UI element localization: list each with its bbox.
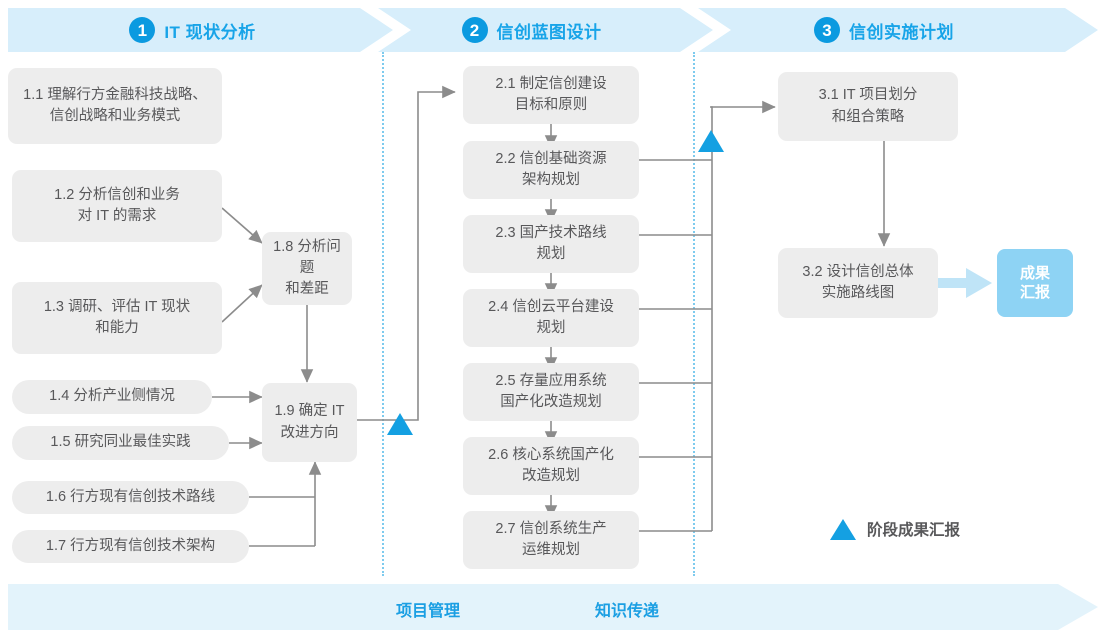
phase-number-1: 1 bbox=[129, 17, 156, 43]
node-1-2[interactable]: 1.2 分析信创和业务 对 IT 的需求 bbox=[12, 170, 222, 242]
wire-19-to-21 bbox=[357, 85, 456, 421]
legend-label: 阶段成果汇报 bbox=[867, 522, 961, 539]
milestone-triangle-phase1 bbox=[387, 413, 413, 435]
node-1-7[interactable]: 1.7 行方现有信创技术架构 bbox=[12, 530, 249, 563]
phase-number-3: 3 bbox=[814, 17, 840, 43]
node-1-5[interactable]: 1.5 研究同业最佳实践 bbox=[12, 426, 229, 460]
phase-divider-2 bbox=[693, 52, 695, 576]
phase-divider-1 bbox=[382, 52, 384, 576]
node-3-1[interactable]: 3.1 IT 项目划分 和组合策略 bbox=[778, 72, 958, 141]
wire-32-to-badge bbox=[937, 268, 992, 298]
node-2-5[interactable]: 2.5 存量应用系统 国产化改造规划 bbox=[463, 363, 639, 421]
phase-header-1: 1 IT 现状分析 bbox=[129, 17, 255, 43]
legend: 阶段成果汇报 bbox=[830, 518, 960, 540]
node-2-2[interactable]: 2.2 信创基础资源 架构规划 bbox=[463, 141, 639, 199]
phase-header-2: 2 信创蓝图设计 bbox=[461, 17, 602, 43]
node-2-4[interactable]: 2.4 信创云平台建设 规划 bbox=[463, 289, 639, 347]
result-badge[interactable]: 成果 汇报 bbox=[997, 249, 1073, 317]
bottom-label-knowledge-transfer: 知识传递 bbox=[595, 603, 660, 620]
node-2-1[interactable]: 2.1 制定信创建设 目标和原则 bbox=[463, 66, 639, 124]
wire-bus-top bbox=[710, 106, 713, 120]
node-1-3[interactable]: 1.3 调研、评估 IT 现状 和能力 bbox=[12, 282, 222, 354]
node-3-2[interactable]: 3.2 设计信创总体 实施路线图 bbox=[778, 248, 938, 318]
node-1-4[interactable]: 1.4 分析产业侧情况 bbox=[12, 380, 212, 414]
phase-band-2: 2 信创蓝图设计 bbox=[378, 8, 713, 52]
node-1-9[interactable]: 1.9 确定 IT 改进方向 bbox=[262, 383, 357, 462]
phase-title-1: IT 现状分析 bbox=[164, 22, 256, 42]
node-2-7[interactable]: 2.7 信创系统生产 运维规划 bbox=[463, 511, 639, 569]
node-1-1[interactable]: 1.1 理解行方金融科技战略、 信创战略和业务模式 bbox=[8, 68, 222, 144]
milestone-triangle-phase2 bbox=[698, 130, 724, 152]
phase-header-3: 3 信创实施计划 bbox=[814, 17, 954, 43]
bottom-band bbox=[8, 584, 1098, 630]
wire-12-to-18 bbox=[221, 207, 263, 244]
phase-title-3: 信创实施计划 bbox=[849, 22, 954, 42]
bottom-label-project-management: 项目管理 bbox=[396, 603, 461, 620]
phase-band-3: 3 信创实施计划 bbox=[698, 8, 1098, 52]
phase-title-2: 信创蓝图设计 bbox=[496, 22, 602, 42]
wire-13-to-18 bbox=[221, 284, 263, 323]
phase-number-2: 2 bbox=[461, 17, 488, 43]
milestone-triangle-icon bbox=[830, 518, 856, 540]
node-2-3[interactable]: 2.3 国产技术路线 规划 bbox=[463, 215, 639, 273]
node-1-6[interactable]: 1.6 行方现有信创技术路线 bbox=[12, 481, 249, 514]
node-2-6[interactable]: 2.6 核心系统国产化 改造规划 bbox=[463, 437, 639, 495]
node-1-8[interactable]: 1.8 分析问题 和差距 bbox=[262, 232, 352, 305]
phase-band-1: 1 IT 现状分析 bbox=[8, 8, 393, 52]
